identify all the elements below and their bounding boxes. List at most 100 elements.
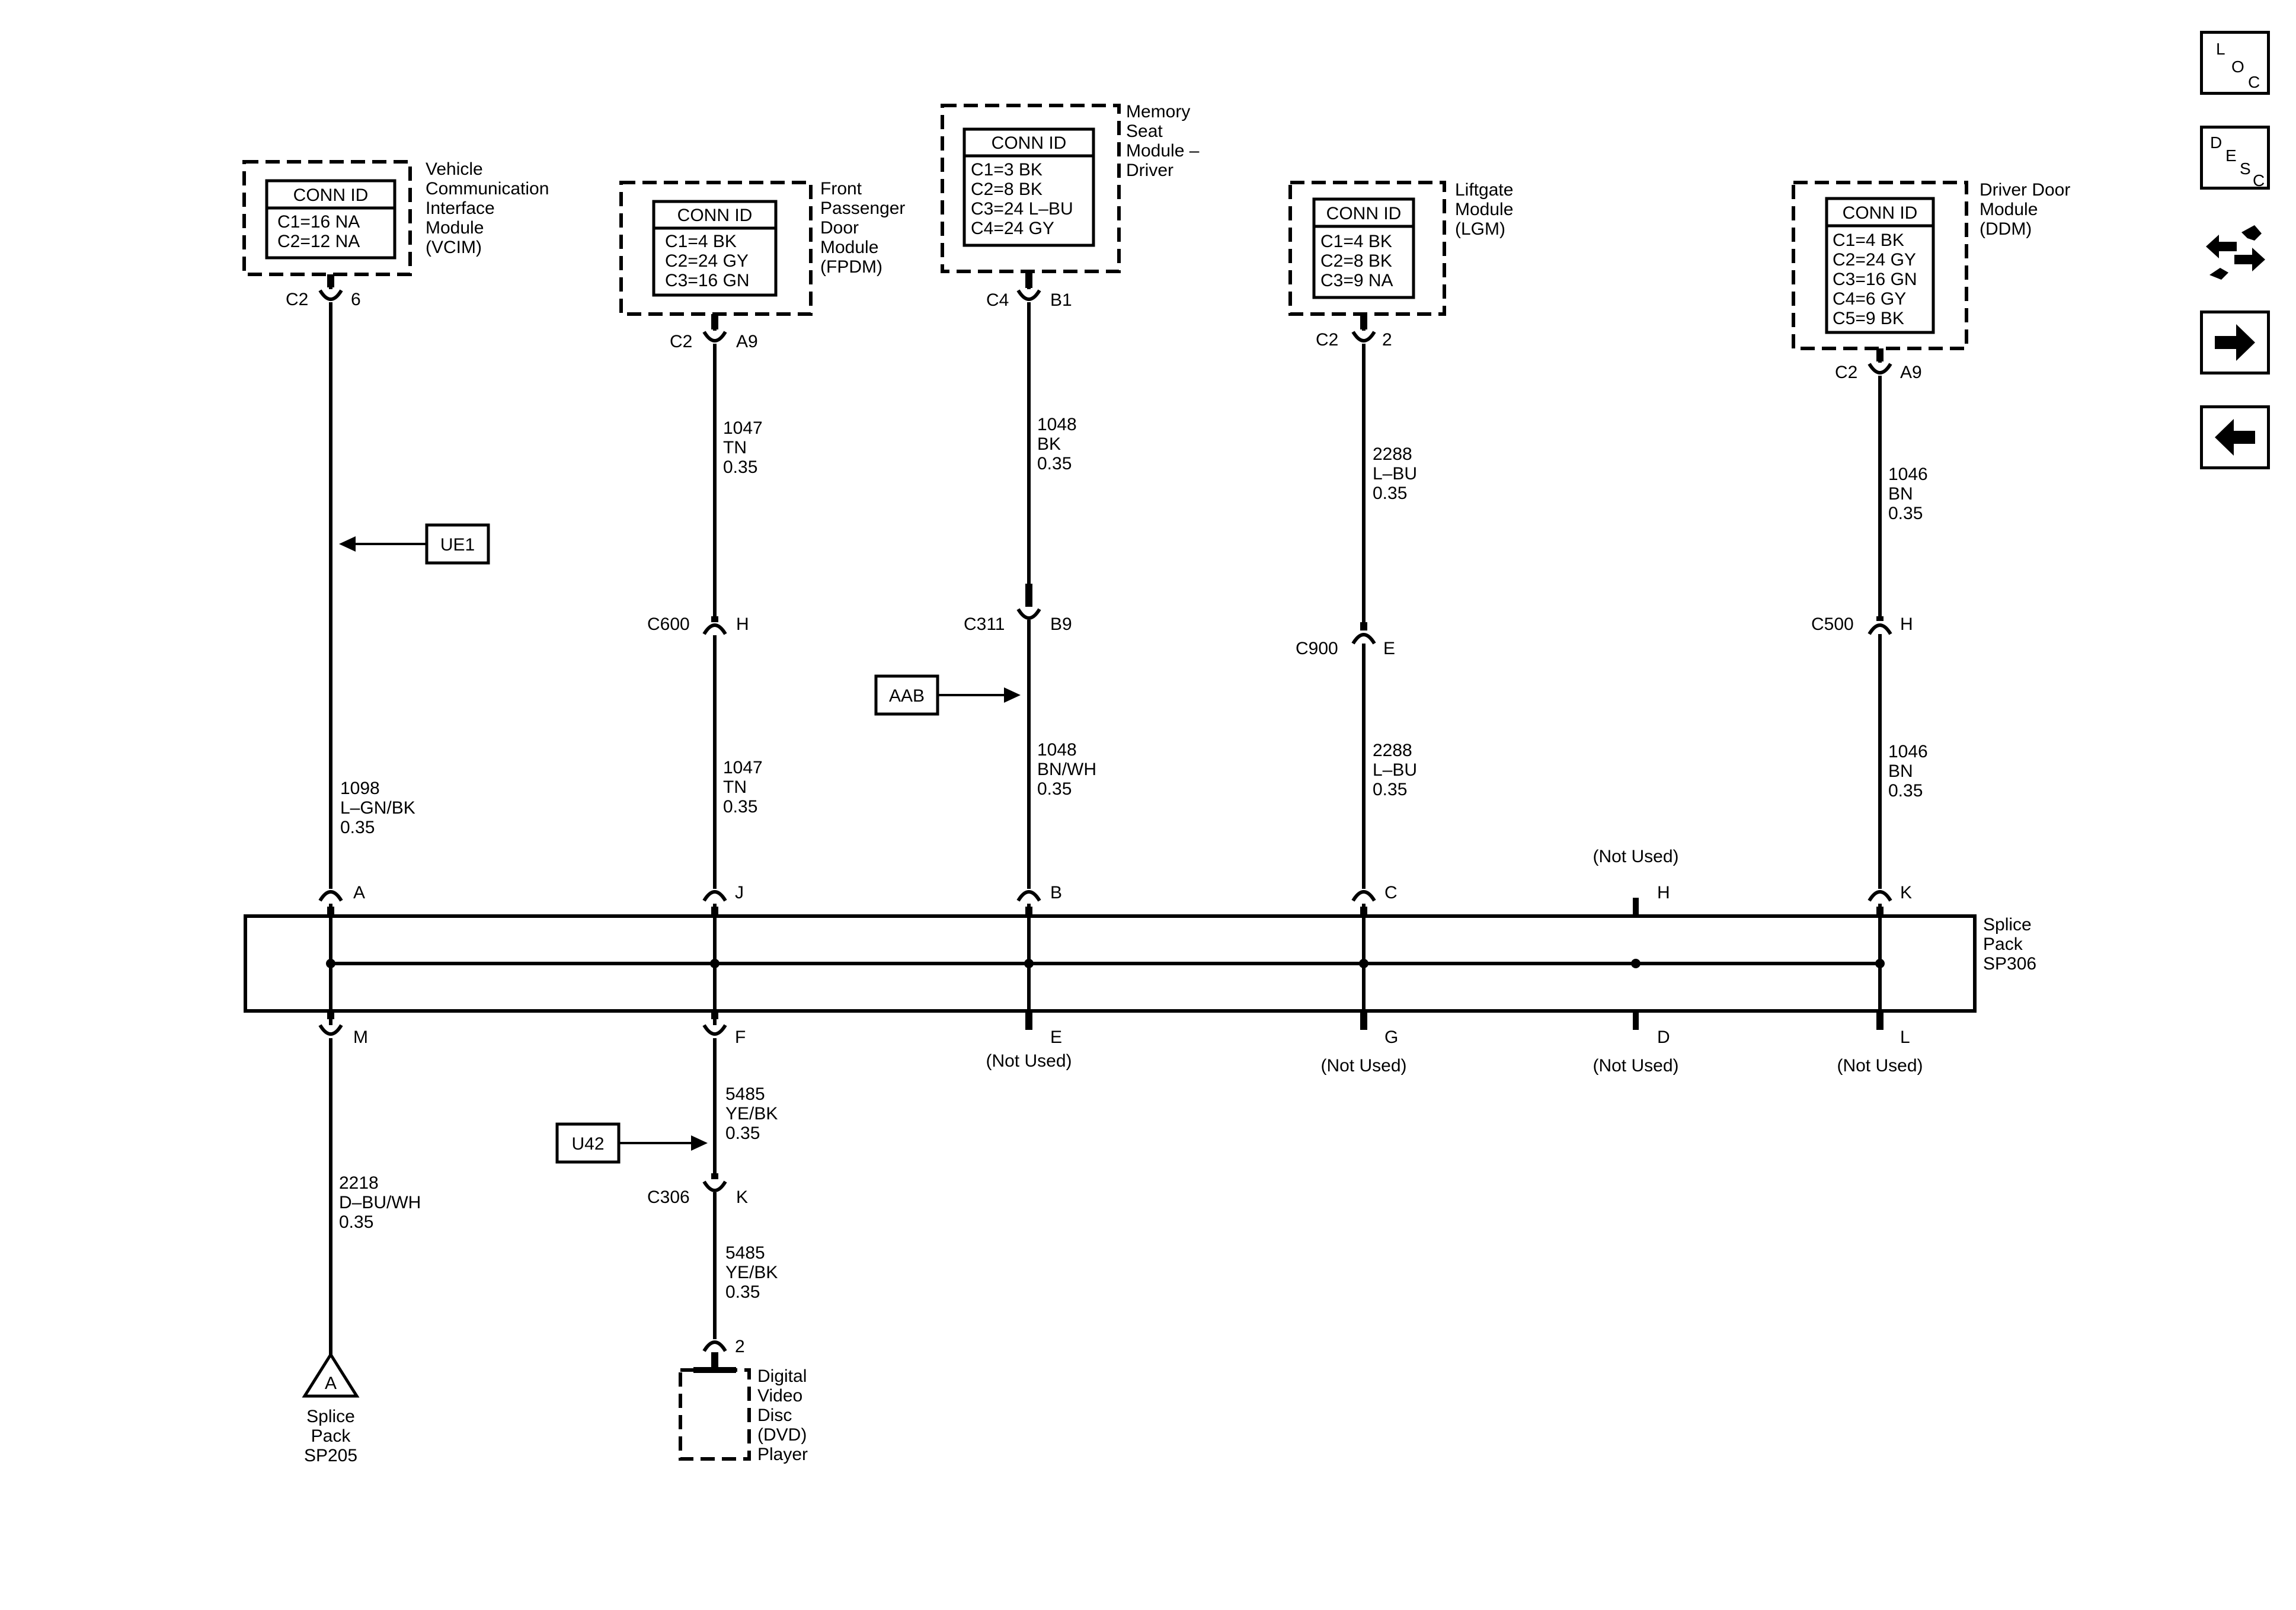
module-vcim: CONN ID C1=16 NA C2=12 NA Vehicle Commun… xyxy=(242,159,549,309)
sp306-top-pin: J xyxy=(735,883,744,902)
ddm-connector-line: C1=4 BK xyxy=(1833,231,1904,250)
wire-circuit: 2288 xyxy=(1373,741,1412,760)
wire-color: BN xyxy=(1888,484,1913,504)
fpdm-name-line: Passenger xyxy=(820,199,905,218)
wire-circuit: 1098 xyxy=(340,779,380,798)
dvd-name-line: Disc xyxy=(757,1406,792,1425)
not-used-label: (Not Used) xyxy=(986,1051,1072,1071)
sp306-bottom-pin: M xyxy=(353,1028,368,1047)
vcim-name-line: Interface xyxy=(426,199,495,218)
not-used-label: (Not Used) xyxy=(1593,847,1678,866)
sp306-name-line: Pack xyxy=(1983,934,2023,954)
vcim-name-line: Vehicle xyxy=(426,159,483,179)
splice-sp205[interactable]: A Splice Pack SP205 xyxy=(302,1352,360,1465)
wire-labels: 1098 L–GN/BK 0.35 1047 TN 0.35 1047 TN 0… xyxy=(339,415,1928,1302)
fpdm-name-line: (FPDM) xyxy=(820,257,882,277)
vcim-connector-label: C2 xyxy=(286,290,308,309)
splice-pack-sp306: Splice Pack SP306 A J B C H K M F E G D … xyxy=(244,847,2036,1076)
wire-color: BN xyxy=(1888,761,1913,781)
fpdm-name-line: Front xyxy=(820,179,862,199)
vcim-pin-label: 6 xyxy=(351,290,361,309)
dvd-pin-label: 2 xyxy=(735,1337,745,1356)
connector-symbols xyxy=(318,289,1892,1352)
sp306-bottom-pin: L xyxy=(1900,1028,1910,1047)
lgm-connector-line: C3=9 NA xyxy=(1320,271,1393,290)
module-dvd-player: 2 Digital Video Disc (DVD) Player xyxy=(679,1337,808,1464)
sp205-name-line: Splice xyxy=(306,1407,355,1426)
fpdm-pin-label: A9 xyxy=(736,332,758,351)
splice-triangle-icon xyxy=(302,1352,360,1398)
module-memory-seat: CONN ID C1=3 BK C2=8 BK C3=24 L–BU C4=24… xyxy=(941,102,1200,310)
wire-color: L–GN/BK xyxy=(340,798,415,818)
wires xyxy=(329,271,1882,1369)
ddm-name-line: Driver Door xyxy=(1980,180,2070,200)
msm-conn-id-label: CONN ID xyxy=(992,133,1067,153)
fpdm-name-line: Door xyxy=(820,218,859,238)
aab-arrow-icon xyxy=(1004,687,1021,703)
not-used-label: (Not Used) xyxy=(1837,1056,1923,1076)
msm-name-line: Driver xyxy=(1126,161,1173,180)
msm-pin-label: B1 xyxy=(1050,290,1072,310)
tools-icon[interactable] xyxy=(2200,220,2271,286)
wire-circuit: 1047 xyxy=(723,758,763,777)
ddm-pin-label: A9 xyxy=(1900,363,1922,382)
sp306-top-pin: A xyxy=(353,883,365,902)
not-used-label: (Not Used) xyxy=(1593,1056,1678,1076)
c600-pin-label: H xyxy=(736,614,749,634)
ddm-connector-line: C5=9 BK xyxy=(1833,309,1904,328)
reference-u42[interactable]: U42 xyxy=(555,1122,708,1164)
loc-letter: L xyxy=(2216,40,2225,58)
reference-aab[interactable]: AAB xyxy=(874,674,1021,716)
wire-circuit: 5485 xyxy=(725,1243,765,1263)
wire-color: L–BU xyxy=(1373,464,1417,484)
msm-connector-line: C1=3 BK xyxy=(971,160,1043,180)
wire-gauge: 0.35 xyxy=(723,797,757,817)
wire-color: TN xyxy=(723,777,747,797)
desc-letter: E xyxy=(2225,146,2237,165)
ddm-connector-label: C2 xyxy=(1835,363,1857,382)
dvd-name-line: Video xyxy=(757,1386,802,1406)
lgm-connector-line: C1=4 BK xyxy=(1320,232,1392,251)
fpdm-connector-line: C2=24 GY xyxy=(665,251,749,271)
wire-circuit: 1048 xyxy=(1037,740,1077,760)
loc-button[interactable]: L O C xyxy=(2200,31,2270,95)
desc-letter: D xyxy=(2210,133,2223,152)
wire-gauge: 0.35 xyxy=(1037,779,1072,799)
wire-color: TN xyxy=(723,438,747,457)
sp306-bottom-pin: D xyxy=(1657,1028,1670,1047)
dvd-name-line: Digital xyxy=(757,1366,807,1386)
desc-button[interactable]: D E S C xyxy=(2200,126,2270,190)
lgm-name-line: Module xyxy=(1455,200,1513,219)
lgm-connector-label: C2 xyxy=(1316,330,1338,350)
ddm-connector-line: C4=6 GY xyxy=(1833,289,1906,309)
module-liftgate: CONN ID C1=4 BK C2=8 BK C3=9 NA Liftgate… xyxy=(1288,180,1513,350)
reference-ue1[interactable]: UE1 xyxy=(339,523,490,565)
sp306-top-pin: K xyxy=(1900,883,1912,902)
wire-gauge: 0.35 xyxy=(340,818,375,837)
ue1-label: UE1 xyxy=(440,535,475,555)
wire-color: YE/BK xyxy=(725,1104,778,1124)
vcim-conn-id-label: CONN ID xyxy=(293,185,369,205)
wire-gauge: 0.35 xyxy=(1888,504,1923,523)
module-driver-door: CONN ID C1=4 BK C2=24 GY C3=16 GN C4=6 G… xyxy=(1792,180,2070,382)
wire-circuit: 1048 xyxy=(1037,415,1077,434)
wire-circuit: 2288 xyxy=(1373,444,1412,464)
sp306-name-line: SP306 xyxy=(1983,954,2036,974)
lgm-conn-id-label: CONN ID xyxy=(1326,204,1402,223)
msm-name-line: Memory xyxy=(1126,102,1190,121)
u42-arrow-icon xyxy=(691,1135,708,1151)
msm-connector-line: C2=8 BK xyxy=(971,180,1043,199)
next-arrow-icon[interactable] xyxy=(2200,311,2270,375)
dvd-name-line: Player xyxy=(757,1445,808,1464)
msm-connector-line: C3=24 L–BU xyxy=(971,199,1073,219)
wire-gauge: 0.35 xyxy=(1373,484,1407,503)
wire-circuit: 1047 xyxy=(723,418,763,438)
wire-gauge: 0.35 xyxy=(723,457,757,477)
sp306-top-pin: B xyxy=(1050,883,1062,902)
vcim-name-line: (VCIM) xyxy=(426,238,482,257)
c500-pin-label: H xyxy=(1900,614,1913,634)
vcim-name-line: Communication xyxy=(426,179,549,199)
terminal-stubs xyxy=(327,271,1884,1369)
previous-arrow-icon[interactable] xyxy=(2200,405,2270,469)
